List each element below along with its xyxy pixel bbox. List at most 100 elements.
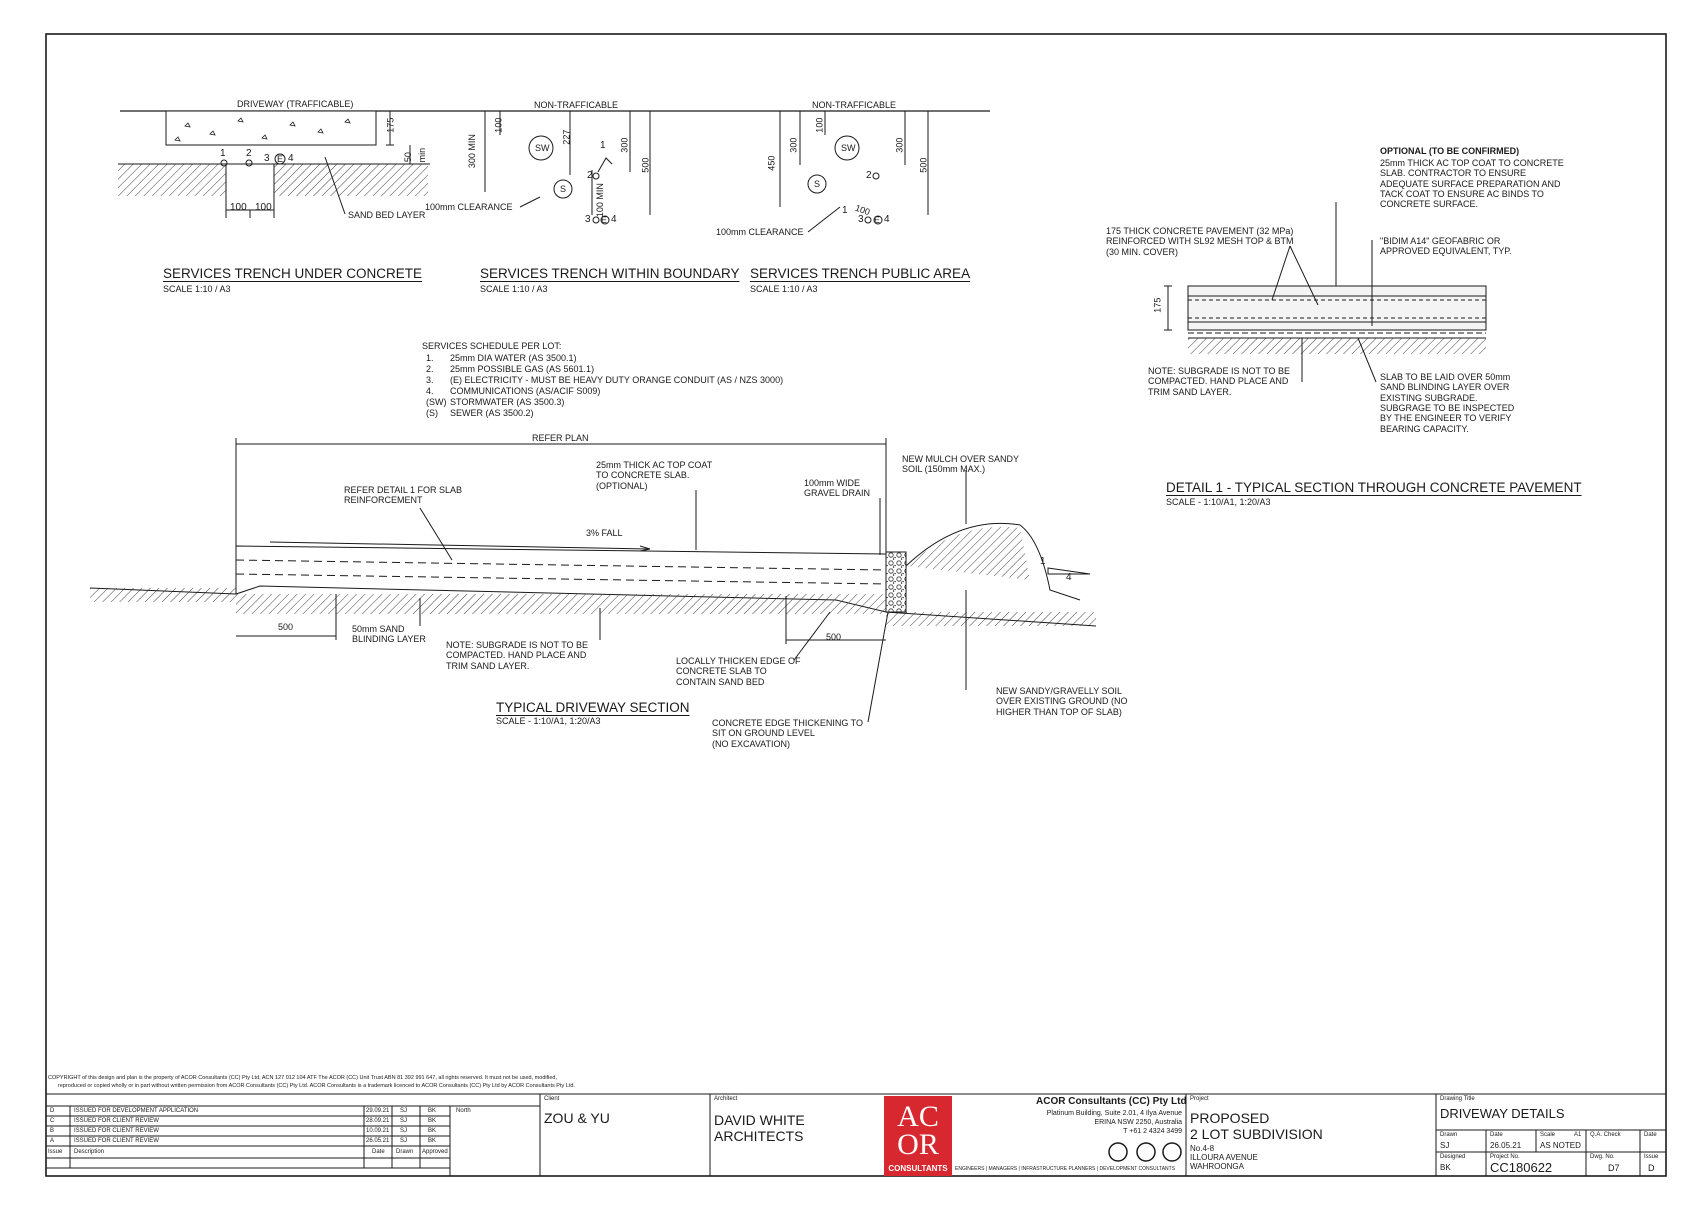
project-address-1: No.4-8 <box>1190 1144 1215 1153</box>
gravel-drain <box>885 551 907 613</box>
trench-concrete-drawing <box>118 110 990 218</box>
service-3-p: 3 <box>858 214 864 225</box>
issue-value: D <box>1648 1163 1655 1173</box>
rev-desc-3: ISSUED FOR CLIENT REVIEW <box>74 1138 159 1144</box>
rev-date-2: 10.09.21 <box>366 1128 390 1134</box>
schedule-heading: SERVICES SCHEDULE PER LOT: <box>422 341 562 351</box>
rev-issue-3: A <box>50 1138 55 1144</box>
trench-public-scale: SCALE 1:10 / A3 <box>750 284 818 294</box>
rev-approved-0: BK <box>428 1108 437 1114</box>
schedule-text-1: 25mm DIA WATER (AS 3500.1) <box>450 353 577 363</box>
project-address-3: WAHROONGA <box>1190 1162 1244 1171</box>
date-value: 26.05.21 <box>1490 1141 1522 1150</box>
rev-header-issue: Issue <box>48 1149 63 1155</box>
date-label: Date <box>1490 1132 1503 1138</box>
schedule-key-3: 3. <box>426 375 434 385</box>
trench-boundary-title: SERVICES TRENCH WITHIN BOUNDARY <box>480 266 740 281</box>
dim-100: 100 <box>493 117 504 133</box>
designed-label: Designed <box>1440 1154 1466 1160</box>
trench-concrete-header: DRIVEWAY (TRAFFICABLE) <box>237 99 354 109</box>
trench-boundary-drawing <box>484 111 651 225</box>
service-3-b: 3 <box>585 214 591 225</box>
trench-public-drawing <box>779 111 929 233</box>
dim-500-p: 500 <box>918 157 929 173</box>
schedule-text-3: (E) ELECTRICITY - MUST BE HEAVY DUTY ORA… <box>450 375 784 385</box>
project-no-label: Project No. <box>1490 1154 1520 1160</box>
service-4: 4 <box>288 153 294 164</box>
logo-word: CONSULTANTS <box>884 1162 952 1176</box>
optional-heading: OPTIONAL (TO BE CONFIRMED) <box>1380 146 1520 156</box>
dim-450: 450 <box>766 155 777 171</box>
north-label: North <box>456 1108 471 1114</box>
rev-approved-2: BK <box>428 1128 437 1134</box>
service-1-b: 1 <box>600 140 606 151</box>
logo-line-2: OR <box>897 1128 939 1161</box>
slope-1: 1 <box>1040 556 1046 567</box>
dwg-no: D7 <box>1608 1163 1620 1173</box>
company-services: ENGINEERS | MANAGERS | INFRASTRUCTURE PL… <box>955 1166 1176 1172</box>
company-address-2: ERINA NSW 2250, Australia <box>1094 1119 1182 1126</box>
dim-100-p: 100 <box>814 117 825 133</box>
drawing-title: DRIVEWAY DETAILS <box>1440 1106 1565 1121</box>
company-phone: T +61 2 4324 3499 <box>1123 1128 1182 1135</box>
dim-100-min: 100 MIN <box>594 183 605 218</box>
driveway-section-scale: SCALE - 1:10/A1, 1:20/A3 <box>496 716 601 726</box>
trench-boundary-scale: SCALE 1:10 / A3 <box>480 284 548 294</box>
mulch-mound <box>905 522 1081 601</box>
dwg-no-label: Dwg. No. <box>1590 1154 1615 1160</box>
dim-100-b: 100 <box>255 202 272 213</box>
slope-4: 4 <box>1066 572 1072 583</box>
schedule-text-6: SEWER (AS 3500.2) <box>450 408 534 418</box>
service-1-p: 1 <box>842 205 848 216</box>
scale-label: Scale <box>1540 1132 1556 1138</box>
service-e-b: E <box>601 215 608 225</box>
sheet-border <box>45 33 1667 1177</box>
driveway-section-title: TYPICAL DRIVEWAY SECTION <box>496 700 690 715</box>
scale-size: A1 <box>1574 1132 1582 1138</box>
rev-header-drawn: Drawn <box>396 1149 414 1155</box>
copyright-line-1: COPYRIGHT of this design and plan is the… <box>48 1075 557 1081</box>
refer-plan-label: REFER PLAN <box>532 433 589 443</box>
service-e-p: E <box>874 215 881 225</box>
dim-227: 227 <box>561 129 572 145</box>
dim-300: 300 <box>619 137 630 153</box>
trench-boundary-header: NON-TRAFFICABLE <box>534 100 619 110</box>
trench-public-title: SERVICES TRENCH PUBLIC AREA <box>750 266 971 281</box>
scale-value: AS NOTED <box>1540 1141 1581 1150</box>
drawn-value: SJ <box>1440 1141 1450 1150</box>
rev-issue-1: C <box>50 1118 55 1124</box>
service-1: 1 <box>220 148 226 159</box>
project-no: CC180622 <box>1490 1160 1553 1175</box>
drawn-label: Drawn <box>1440 1132 1458 1138</box>
rev-header-approved: Approved <box>422 1149 448 1155</box>
dim-50: 50 <box>402 152 413 163</box>
stormwater-pipe-label-p: SW <box>841 143 856 153</box>
project-label: Project <box>1190 1096 1209 1102</box>
company-address-1: Platinum Building, Suite 2.01, 4 Ilya Av… <box>1046 1110 1182 1117</box>
rev-desc-2: ISSUED FOR CLIENT REVIEW <box>74 1128 159 1134</box>
company-name: ACOR Consultants (CC) Pty Ltd <box>1036 1096 1187 1107</box>
sewer-pipe-label: S <box>560 184 567 194</box>
dim-500: 500 <box>640 157 651 173</box>
title-block-lines <box>46 1093 1666 1176</box>
schedule-text-2: 25mm POSSIBLE GAS (AS 5601.1) <box>450 364 595 374</box>
rev-approved-3: BK <box>428 1138 437 1144</box>
sewer-pipe-label-p: S <box>814 179 821 189</box>
dim-100-a: 100 <box>230 202 247 213</box>
trench-concrete-title: SERVICES TRENCH UNDER CONCRETE <box>163 266 423 281</box>
rev-drawn-3: SJ <box>400 1138 408 1144</box>
service-2-p: 2 <box>866 170 872 181</box>
rev-desc-1: ISSUED FOR CLIENT REVIEW <box>74 1118 159 1124</box>
trench-concrete-scale: SCALE 1:10 / A3 <box>163 284 231 294</box>
rev-desc-0: ISSUED FOR DEVELOPMENT APPLICATION <box>74 1108 199 1114</box>
concrete-slab <box>165 110 377 146</box>
detail1-scale: SCALE - 1:10/A1, 1:20/A3 <box>1166 497 1271 507</box>
